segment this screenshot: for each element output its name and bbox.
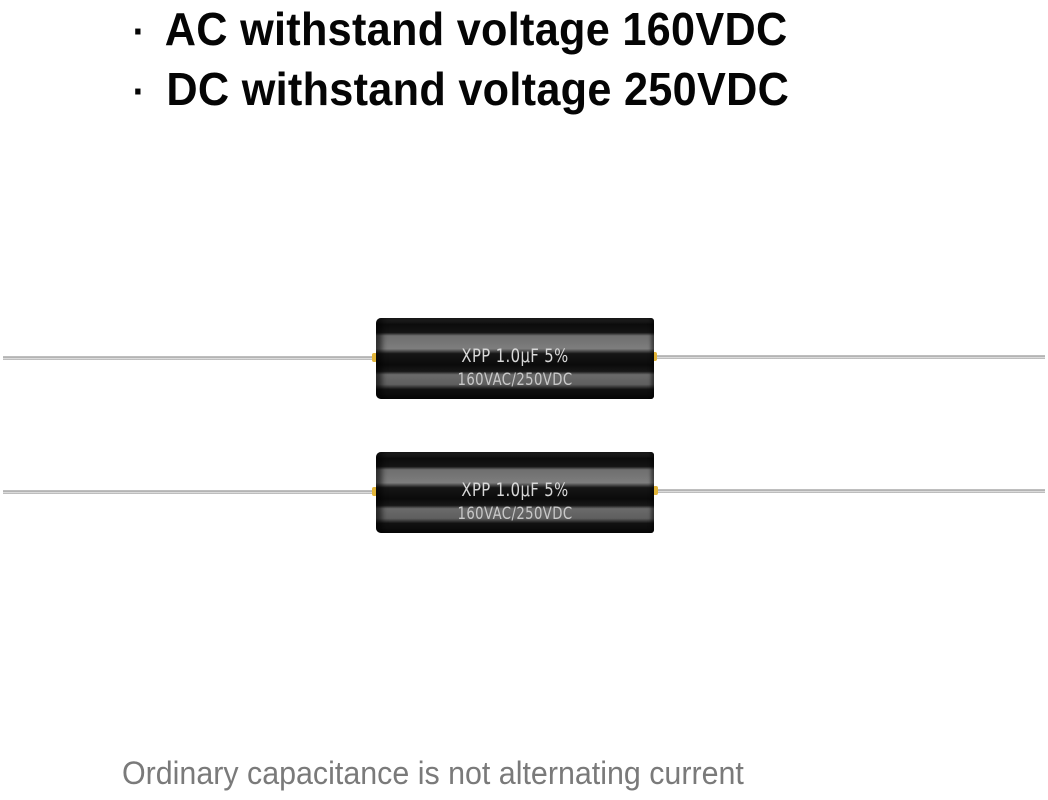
capacitor-1-body: XPP 1.0μF 5% 160VAC/250VDC bbox=[376, 318, 654, 399]
capacitor-1-marking-rating: 160VAC/250VDC bbox=[457, 370, 573, 390]
headline-dc-text: DC withstand voltage 250VDC bbox=[166, 63, 790, 115]
capacitor-2-solder-left bbox=[372, 487, 377, 496]
capacitor-2-right-lead bbox=[654, 489, 1045, 493]
capacitor-1-marking-value: XPP 1.0μF 5% bbox=[461, 345, 569, 367]
bullet-icon: · bbox=[132, 10, 146, 54]
capacitor-2-marking-value: XPP 1.0μF 5% bbox=[461, 479, 569, 501]
capacitor-2-solder-right bbox=[653, 486, 658, 495]
capacitor-1-solder-right bbox=[652, 352, 657, 361]
capacitor-2-marking-rating: 160VAC/250VDC bbox=[457, 504, 573, 524]
capacitor-2-left-lead bbox=[3, 490, 376, 494]
capacitor-1-solder-left bbox=[372, 353, 377, 362]
headline-dc: · DC withstand voltage 250VDC bbox=[124, 62, 1048, 116]
capacitor-1-right-lead bbox=[653, 355, 1045, 359]
capacitor-2-body: XPP 1.0μF 5% 160VAC/250VDC bbox=[376, 452, 654, 533]
capacitor-1-left-lead bbox=[3, 356, 376, 360]
headline-ac-text: AC withstand voltage 160VDC bbox=[164, 3, 788, 55]
headline-ac: · AC withstand voltage 160VDC bbox=[124, 2, 1048, 56]
bullet-icon: · bbox=[132, 70, 146, 114]
caption: Ordinary capacitance is not alternating … bbox=[122, 755, 744, 791]
